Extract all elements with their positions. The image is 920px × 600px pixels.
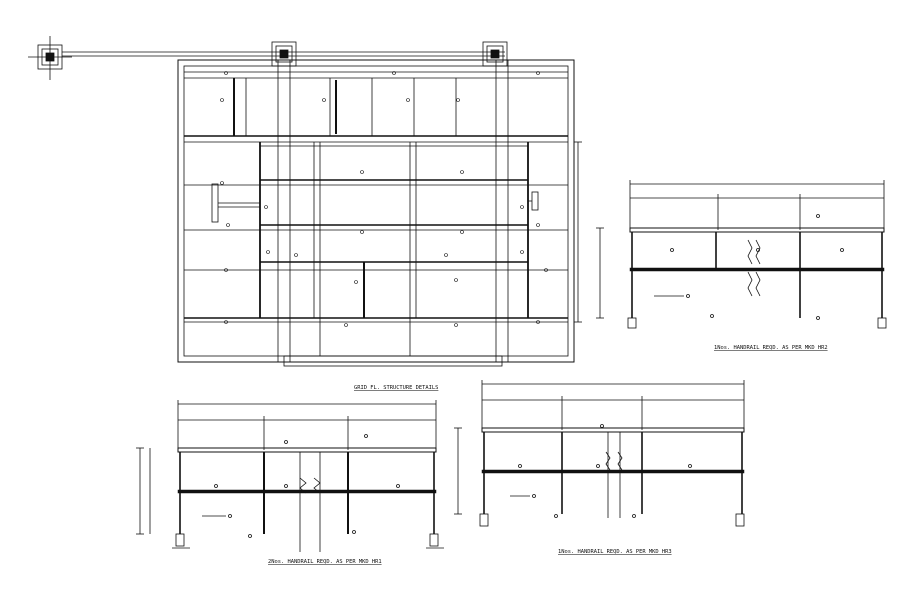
caption-bottom-right-text: 1Nos. HANDRAIL REQD. AS PER MKD HR3 bbox=[558, 549, 672, 555]
caption-top-right-text: 1Nos. HANDRAIL REQD. AS PER MKD HR2 bbox=[714, 345, 828, 351]
column-plate-right bbox=[482, 41, 508, 67]
caption-plan-text: GRID FL. STRUCTURE DETAILS bbox=[354, 385, 438, 391]
column-plate-left bbox=[28, 36, 72, 80]
floor-plan bbox=[28, 36, 582, 367]
handrail-bottom-right bbox=[454, 380, 745, 527]
handrail-bottom-left bbox=[136, 400, 444, 552]
plan-leaders bbox=[220, 71, 548, 327]
caption-bottom-left-text: 2Nos. HANDRAIL REQD. AS PER MKD HR1 bbox=[268, 559, 382, 565]
column-plate-mid bbox=[271, 41, 297, 67]
plan-outer-frame bbox=[177, 59, 575, 363]
handrail-top-right bbox=[596, 180, 887, 329]
